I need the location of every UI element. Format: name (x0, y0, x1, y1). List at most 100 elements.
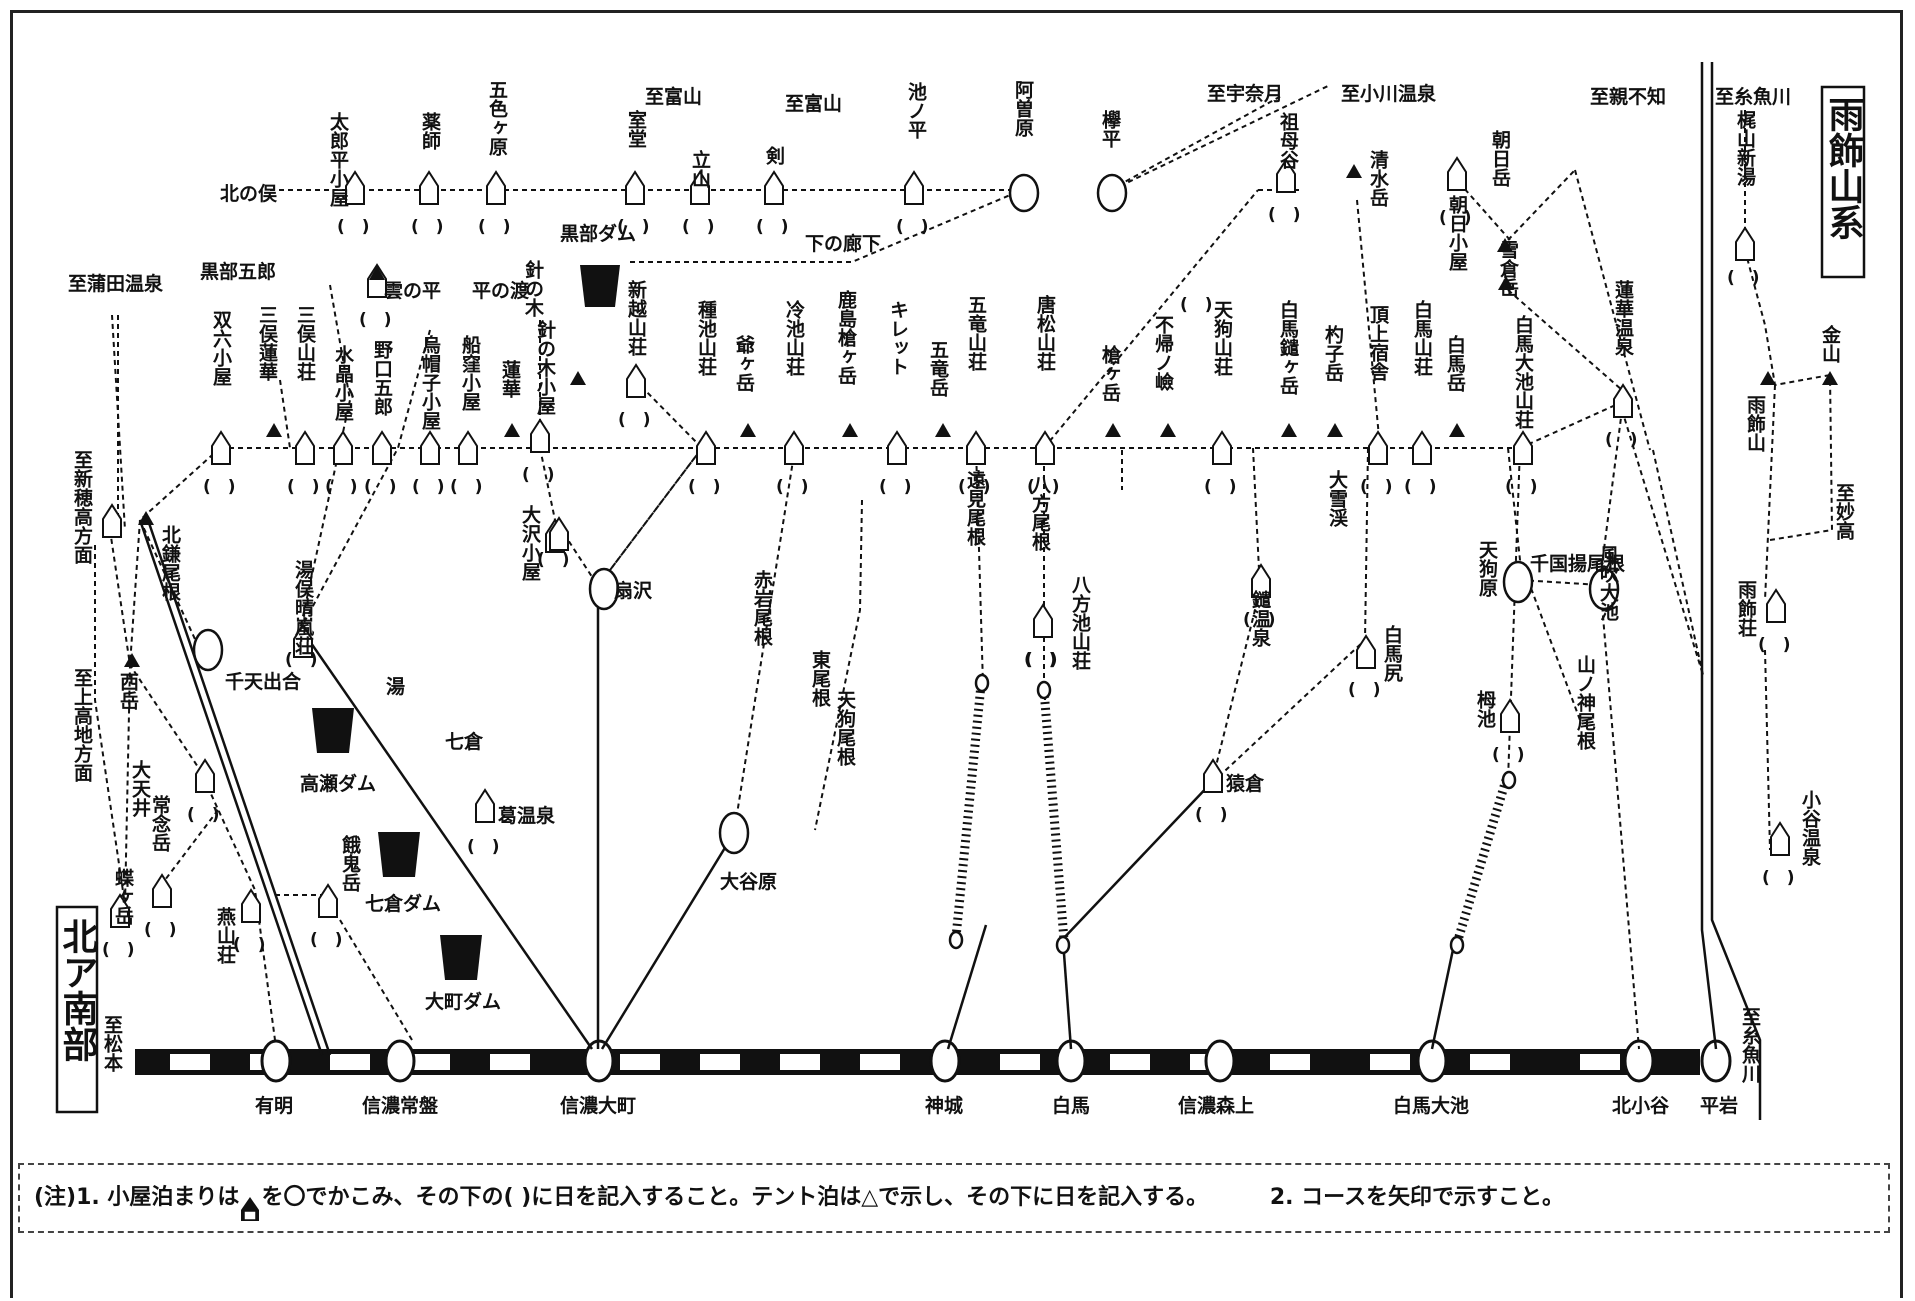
region-box-amakazari: 雨飾山系 (1820, 85, 1866, 279)
hut-icon (195, 758, 215, 793)
note-line1: (注)1. 小屋泊まりは (34, 1185, 240, 1210)
peak-icon (1449, 423, 1465, 437)
station-label: 白馬 (1052, 1094, 1090, 1117)
station-ariake-marker (260, 1039, 292, 1083)
direction-label: 至新穂高方面 (71, 450, 93, 564)
place-label: 蓮華 (499, 360, 521, 399)
place-label: 黒部五郎 (200, 260, 276, 283)
place-label: 冷池山荘 (783, 299, 805, 377)
hut-icon (1212, 430, 1232, 465)
svg-text:( ): ( ) (1025, 650, 1058, 670)
svg-text:雨飾山系: 雨飾山系 (1823, 96, 1865, 240)
station-hakubaoike-marker (1416, 1039, 1448, 1083)
region-box-north-alps: 北ア南部 (55, 905, 99, 1114)
place-label: 五竜岳 (927, 340, 949, 397)
place-label: 猿倉 (1225, 772, 1265, 795)
hut-icon (549, 516, 569, 551)
svg-text:( ): ( ) (1348, 680, 1381, 700)
direction-label: 至妙高 (1833, 483, 1855, 540)
svg-text:( ): ( ) (1758, 635, 1791, 655)
place-label: 三俣蓮華 (256, 305, 278, 382)
place-label: 八方尾根 (1029, 475, 1051, 552)
place-label: 金山 (1819, 324, 1842, 363)
svg-text:( ): ( ) (618, 410, 651, 430)
peak-icon (570, 371, 586, 385)
svg-text:( ): ( ) (233, 935, 266, 955)
hut-icon (1035, 430, 1055, 465)
place-label: 湯俣晴嵐荘 (292, 560, 314, 656)
station-label: 北小谷 (1612, 1095, 1670, 1117)
place-label: 下の廊下 (805, 232, 881, 255)
place-label: 祖母谷 (1277, 111, 1300, 170)
svg-text:( ): ( ) (467, 837, 500, 857)
place-label: 栂池 (1474, 690, 1496, 728)
hut-icon (530, 418, 550, 453)
place-label: 剣 (763, 146, 786, 165)
hut-icon (625, 170, 645, 205)
hut-icon (1368, 430, 1388, 465)
hut-icon (293, 623, 313, 658)
place-label: 西岳 (117, 672, 139, 710)
peak-icon (1160, 423, 1176, 437)
place-label: 北鎌尾根 (159, 525, 181, 602)
place-label: キレット (887, 300, 909, 376)
station-label: 神城 (925, 1094, 963, 1117)
place-label: 針の木 (522, 259, 545, 318)
hut-icons (102, 156, 1790, 928)
peak-icon (124, 653, 140, 667)
note-line2: 2. コースを矢印で示すこと。 (1269, 1185, 1565, 1210)
hut-icon (345, 170, 365, 205)
place-label: 太郎平小屋 (327, 111, 349, 208)
peak-icon (935, 423, 951, 437)
place-label: 千国揚尾根 (1530, 552, 1625, 575)
hut-icon (475, 788, 495, 823)
place-label: 七倉ダム (365, 892, 441, 915)
place-label: 白馬大池山荘 (1512, 314, 1534, 430)
direction-label: 至糸魚川 (1715, 85, 1791, 108)
place-label: 北の俣 (220, 182, 278, 205)
svg-text:( ): ( ) (203, 477, 236, 497)
hut-icon (1412, 430, 1432, 465)
hut-icon (1447, 156, 1467, 191)
svg-text:北ア南部: 北ア南部 (57, 918, 99, 1062)
hut-icon (1770, 821, 1790, 856)
place-label: 大天井 (129, 759, 151, 818)
place-label: 黒部ダム (560, 222, 636, 245)
direction-label: 至小川温泉 (1341, 82, 1437, 105)
hut-icon (333, 430, 353, 465)
place-label: 杓子岳 (1322, 324, 1344, 382)
svg-text:( ): ( ) (1727, 268, 1760, 288)
svg-text:( ): ( ) (1762, 868, 1795, 888)
place-label: 白馬岳 (1444, 334, 1466, 392)
place-label: 欅平 (1099, 109, 1121, 149)
station-label: 平岩 (1700, 1094, 1738, 1117)
place-label: 七倉 (445, 730, 484, 753)
place-label: 東尾根 (809, 649, 831, 708)
place-label: 阿曽原 (1012, 80, 1034, 138)
place-label: 大雪渓 (1326, 469, 1348, 528)
diagram-frame (10, 10, 1903, 1298)
station-kamishiro-marker (929, 1039, 961, 1083)
place-label: 野口五郎 (371, 340, 393, 417)
hut-icon (110, 893, 130, 928)
svg-text:( ): ( ) (1024, 650, 1057, 670)
place-label: 唐松山荘 (1034, 294, 1056, 372)
direction-label: 至親不知 (1590, 85, 1666, 108)
place-label: 葛温泉 (497, 804, 556, 827)
svg-text:( ): ( ) (359, 310, 392, 330)
place-label: 遠見尾根 (964, 470, 986, 547)
hut-icon (887, 430, 907, 465)
solid-access-routes (300, 586, 1457, 1050)
hut-icon (1513, 430, 1533, 465)
peak-icon (1760, 371, 1776, 385)
legend-note: (注)1. 小屋泊まりはを〇でかこみ、その下の( )に日を記入すること。テント泊… (18, 1163, 1890, 1233)
place-label: 天狗尾根 (834, 690, 856, 767)
place-label: 蝶ヶ岳 (112, 867, 134, 925)
direction-label: 至富山 (645, 85, 702, 108)
place-label: 室堂 (625, 109, 647, 148)
place-label: 鑓温泉 (1249, 589, 1272, 647)
svg-text:( ): ( ) (364, 477, 397, 497)
place-label: 双六小屋 (210, 310, 232, 387)
hut-icon (696, 430, 716, 465)
dam-icon (378, 832, 420, 877)
